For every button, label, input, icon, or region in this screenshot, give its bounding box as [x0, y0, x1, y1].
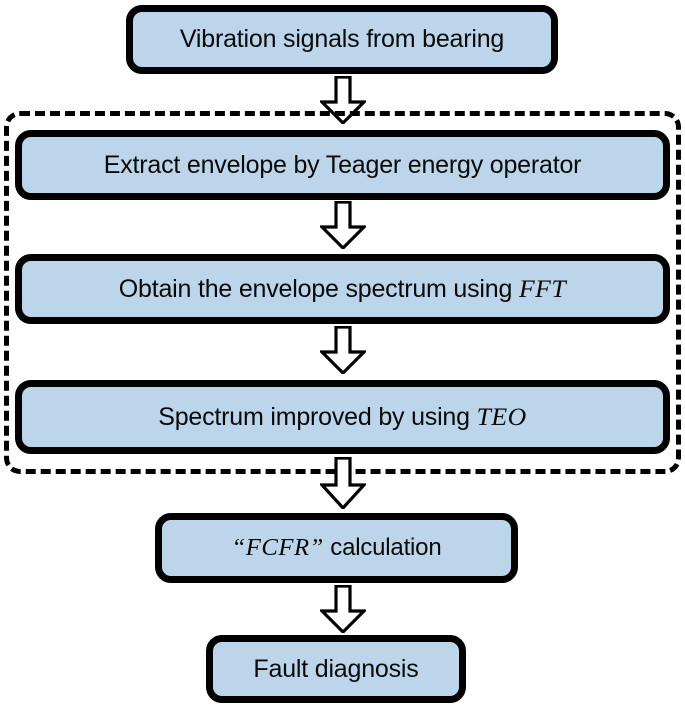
node-extract-envelope[interactable]: Extract envelope by Teager energy operat…	[15, 130, 670, 200]
node-fcfr-text-italic: “FCFR”	[231, 534, 324, 562]
node-spectrum-text-italic: TEO	[476, 402, 527, 432]
node-obtain-envelope-spectrum-label: Obtain the envelope spectrum using FFT	[119, 275, 566, 302]
node-spectrum-improved-label: Spectrum improved by using TEO	[158, 403, 527, 430]
node-fault-diagnosis-label: Fault diagnosis	[253, 654, 419, 683]
node-fcfr-calculation[interactable]: “FCFR” calculation	[155, 513, 518, 583]
node-extract-envelope-label: Extract envelope by Teager energy operat…	[103, 150, 582, 179]
node-obtain-envelope-spectrum[interactable]: Obtain the envelope spectrum using FFT	[15, 254, 670, 324]
node-obtain-text-italic: FFT	[518, 274, 567, 304]
node-vibration-signals[interactable]: Vibration signals from bearing	[126, 5, 558, 74]
node-vibration-signals-label: Vibration signals from bearing	[179, 25, 505, 54]
node-spectrum-text-plain: Spectrum improved by using	[158, 403, 477, 432]
arrow-spectrum-to-fcfr	[320, 457, 366, 509]
arrow-extract-to-obtain	[320, 201, 366, 249]
node-spectrum-improved[interactable]: Spectrum improved by using TEO	[15, 380, 670, 454]
node-fault-diagnosis[interactable]: Fault diagnosis	[206, 635, 466, 703]
node-obtain-text-plain: Obtain the envelope spectrum using	[118, 275, 519, 304]
arrow-fcfr-to-fault	[320, 585, 366, 633]
node-fcfr-calculation-label: “FCFR” calculation	[232, 535, 442, 561]
node-fcfr-text-plain: calculation	[323, 534, 442, 562]
arrow-obtain-to-spectrum	[320, 326, 366, 374]
